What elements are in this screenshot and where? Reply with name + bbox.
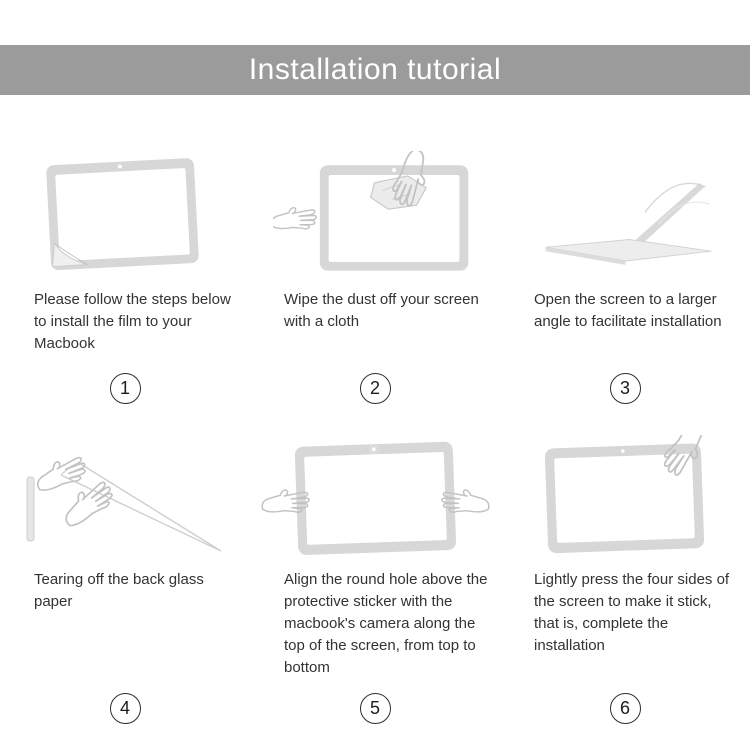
step-2: Wipe the dust off your screen with a clo… — [250, 95, 500, 409]
step-2-number: 2 — [359, 372, 391, 404]
step-4-number-wrap: 4 — [0, 687, 250, 729]
step-5-illustration — [250, 435, 500, 565]
steps-row-1: Please follow the steps below to install… — [0, 95, 750, 409]
align-film-camera-icon — [260, 441, 490, 556]
screen-film-peel-icon — [46, 158, 199, 271]
step-1-illustration — [0, 95, 250, 285]
step-6-number-wrap: 6 — [500, 687, 750, 729]
step-5: Align the round hole above the protectiv… — [250, 435, 500, 729]
step-2-number-wrap: 2 — [250, 367, 500, 409]
step-3-illustration — [500, 95, 750, 285]
step-1: Please follow the steps below to install… — [0, 95, 250, 409]
step-4-illustration — [0, 435, 250, 565]
page-title: Installation tutorial — [248, 53, 502, 86]
step-4-text: Tearing off the back glass paper — [34, 571, 204, 610]
press-screen-sides-icon — [544, 435, 715, 554]
step-1-number: 1 — [109, 372, 141, 404]
step-4-number: 4 — [109, 692, 141, 724]
step-5-number-wrap: 5 — [250, 687, 500, 729]
step-6-text: Lightly press the four sides of the scre… — [534, 571, 730, 654]
steps-row-2: Tearing off the back glass paper 4 — [0, 435, 750, 729]
step-6-number: 6 — [609, 692, 641, 724]
step-3-number: 3 — [609, 372, 641, 404]
step-3-number-wrap: 3 — [500, 367, 750, 409]
step-3-text: Open the screen to a larger angle to fac… — [534, 291, 722, 330]
step-1-number-wrap: 1 — [0, 367, 250, 409]
header-bar: Installation tutorial — [0, 45, 750, 95]
tear-backing-paper-icon — [26, 453, 222, 552]
step-4: Tearing off the back glass paper 4 — [0, 435, 250, 729]
step-2-text: Wipe the dust off your screen with a clo… — [284, 291, 479, 330]
step-5-number: 5 — [359, 692, 391, 724]
step-6: Lightly press the four sides of the scre… — [500, 435, 750, 729]
step-2-illustration — [250, 95, 500, 285]
step-5-text: Align the round hole above the protectiv… — [284, 571, 488, 676]
step-1-text: Please follow the steps below to install… — [34, 291, 231, 352]
wipe-screen-cloth-icon — [272, 151, 468, 271]
laptop-open-angle-icon — [544, 182, 711, 265]
step-3: Open the screen to a larger angle to fac… — [500, 95, 750, 409]
step-6-illustration — [500, 435, 750, 565]
